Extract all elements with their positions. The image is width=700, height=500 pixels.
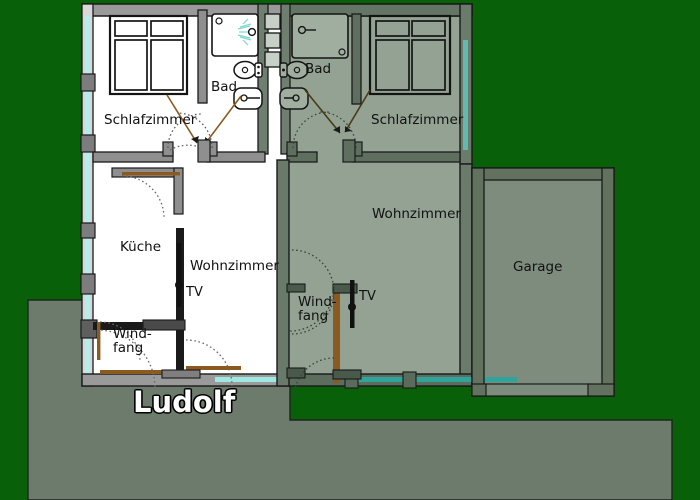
wall-windfang-left-top bbox=[93, 322, 143, 330]
door-threshold-windfang-left-2 bbox=[186, 366, 241, 370]
garage-wall-bottom-left bbox=[471, 383, 487, 397]
window-mullion-left-2 bbox=[80, 134, 96, 153]
garage-structure bbox=[471, 167, 615, 397]
window-glazing-left bbox=[85, 16, 90, 376]
toilet-left bbox=[233, 60, 263, 80]
garage-wall-left bbox=[471, 167, 485, 397]
window-mullion-left-3 bbox=[80, 222, 96, 239]
wall-central-spine-2 bbox=[280, 3, 291, 155]
garage-wall-top bbox=[471, 167, 615, 181]
wall-windfang-left-right bbox=[176, 340, 184, 376]
appliance-label-tv-right: TV bbox=[359, 289, 376, 304]
wall-windfang-right-top bbox=[332, 283, 358, 294]
exterior-wall-right-lower bbox=[459, 163, 473, 387]
shower-right bbox=[291, 13, 349, 59]
sink-left bbox=[233, 87, 263, 110]
plan-title: Ludolf bbox=[133, 385, 236, 419]
wall-bath-bedroom-right bbox=[351, 13, 362, 105]
wall-windfang-right-head bbox=[286, 283, 306, 293]
sink-right bbox=[279, 87, 309, 110]
window-glazing-bottom-right bbox=[347, 377, 517, 382]
wall-bedroom-bath-left bbox=[197, 9, 208, 104]
door-threshold-windfang-left bbox=[100, 370, 162, 374]
appliance-label-tv-left: TV bbox=[186, 285, 203, 300]
tv-left-unit bbox=[175, 243, 183, 307]
garage-door-opening bbox=[483, 383, 591, 397]
pilaster-left-1 bbox=[197, 139, 211, 163]
wall-windfang-right-foot bbox=[332, 369, 362, 380]
tv-right-unit bbox=[348, 280, 356, 328]
garage-floor bbox=[472, 168, 614, 396]
wall-windfang-right-sill bbox=[286, 367, 306, 379]
toilet-right bbox=[279, 60, 309, 80]
door-swings bbox=[96, 89, 371, 399]
bed-right-double bbox=[368, 14, 452, 96]
bed-left-double bbox=[108, 14, 189, 96]
wall-party-vertical bbox=[276, 159, 290, 387]
wall-corridor-left-a bbox=[92, 151, 174, 163]
window-glazing-bottom-left bbox=[215, 377, 285, 382]
window-glazing-right-upper bbox=[463, 40, 468, 150]
door-jamb-left-bedroom bbox=[162, 141, 174, 157]
window-mullion-bottom-2 bbox=[402, 371, 417, 389]
wall-windfang-left-sill bbox=[161, 369, 201, 379]
window-mullion-left-1 bbox=[80, 73, 96, 92]
wall-windfang-right-vert bbox=[333, 287, 340, 383]
pilaster-right-1 bbox=[342, 139, 356, 163]
wall-windfang-left-top-b bbox=[142, 319, 186, 331]
wall-corridor-right-b bbox=[351, 151, 461, 163]
garage-wall-right bbox=[601, 167, 615, 397]
shower-left bbox=[211, 13, 259, 57]
wall-corridor-right-a bbox=[286, 151, 318, 163]
cabinet-stack-left bbox=[264, 13, 281, 68]
window-mullion-left-4 bbox=[80, 273, 96, 295]
wall-kitchen-return bbox=[173, 167, 184, 215]
door-jamb-right-bath bbox=[286, 141, 298, 157]
garage-wall-bottom-right bbox=[587, 383, 615, 397]
